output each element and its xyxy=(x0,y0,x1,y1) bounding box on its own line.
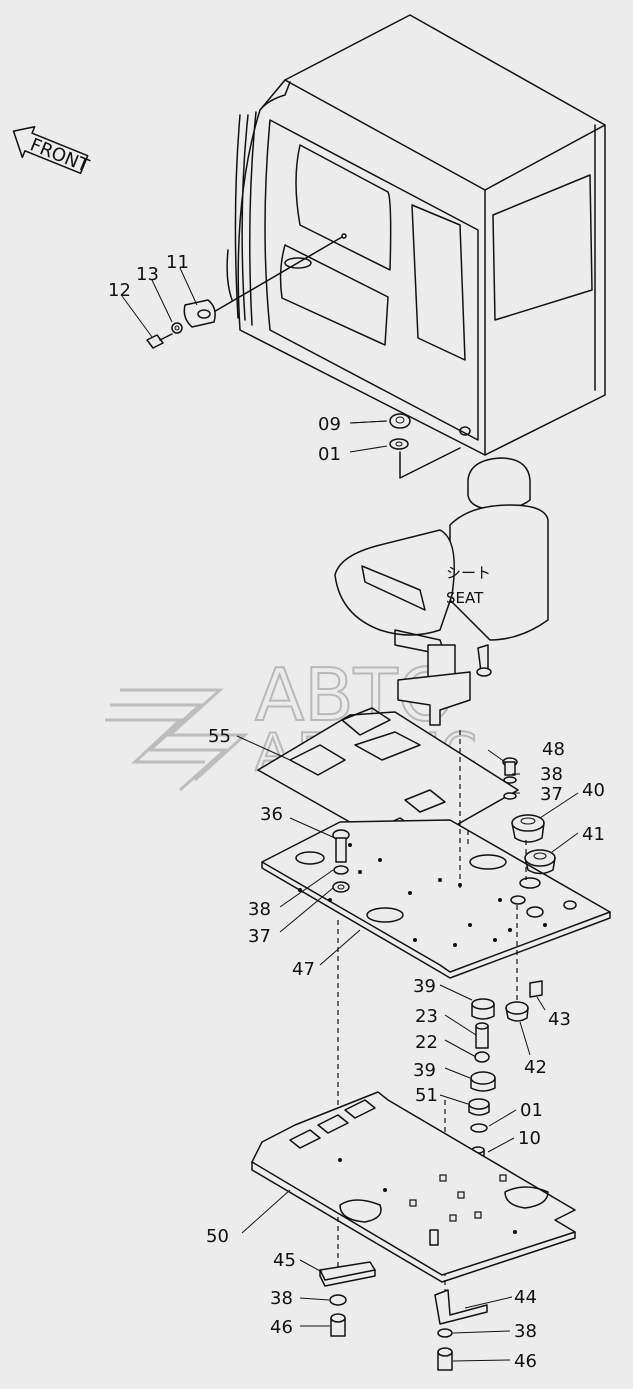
spacer-stack xyxy=(468,998,496,1173)
callout-45: 45 xyxy=(273,1250,296,1271)
handle-parts xyxy=(121,236,343,349)
callout-13: 13 xyxy=(136,264,159,285)
callout-44: 44 xyxy=(514,1287,537,1308)
part-51-ring xyxy=(468,1098,490,1110)
callout-50: 50 xyxy=(206,1226,229,1247)
part-44-bracket xyxy=(434,1289,488,1325)
callout-42: 42 xyxy=(524,1057,547,1078)
callout-38-mid: 38 xyxy=(248,899,271,920)
part-41-mount xyxy=(524,849,556,867)
callout-40: 40 xyxy=(582,780,605,801)
part-01-washer xyxy=(389,438,409,450)
part-22-ring xyxy=(474,1051,490,1063)
front-arrow: FRONT xyxy=(12,125,93,177)
part-09-nut xyxy=(389,413,411,429)
callout-51: 51 xyxy=(415,1085,438,1106)
cab xyxy=(226,14,606,456)
part-11-handle xyxy=(183,299,216,328)
part-12-bolt xyxy=(146,334,164,349)
watermark-emblem xyxy=(105,688,249,792)
brackets xyxy=(319,1261,488,1371)
seat-label-en: SEAT xyxy=(446,589,484,607)
callout-09: 09 xyxy=(318,414,341,435)
callouts: 11 12 13 09 01 55 48 38 37 40 36 41 38 3… xyxy=(108,252,605,1372)
part-38-washer-right xyxy=(437,1328,453,1338)
callout-23: 23 xyxy=(415,1006,438,1027)
callout-43: 43 xyxy=(548,1009,571,1030)
seat-label-jp: シート xyxy=(446,564,491,582)
callout-22: 22 xyxy=(415,1032,438,1053)
callout-36: 36 xyxy=(260,804,283,825)
part-39-spacer xyxy=(471,998,495,1010)
part-42-mount xyxy=(505,1001,529,1015)
callout-48: 48 xyxy=(542,739,565,760)
callout-01: 01 xyxy=(318,444,341,465)
callout-39-bottom: 39 xyxy=(413,1060,436,1081)
front-arrow-icon xyxy=(12,125,89,175)
cab-mount-parts xyxy=(349,413,461,479)
callout-41: 41 xyxy=(582,824,605,845)
callout-39-top: 39 xyxy=(413,976,436,997)
callout-55: 55 xyxy=(208,726,231,747)
callout-10: 10 xyxy=(518,1128,541,1149)
plate-hardware xyxy=(332,757,556,1022)
callout-38-top: 38 xyxy=(540,764,563,785)
callout-01-lower: 01 xyxy=(520,1100,543,1121)
callout-47: 47 xyxy=(292,959,315,980)
callout-38-right: 38 xyxy=(514,1321,537,1342)
callout-38-left: 38 xyxy=(270,1288,293,1309)
leader-lines xyxy=(236,420,579,1362)
part-50-base-plate xyxy=(251,1091,576,1283)
callout-11: 11 xyxy=(166,252,189,273)
callout-37-mid: 37 xyxy=(248,926,271,947)
part-43-plug xyxy=(529,980,543,998)
seat: シート SEAT xyxy=(334,457,549,726)
callout-12: 12 xyxy=(108,280,131,301)
part-13-washer xyxy=(171,322,183,334)
part-40-mount xyxy=(511,814,545,832)
front-arrow-label: FRONT xyxy=(27,134,93,177)
part-47-floor-plate xyxy=(261,819,611,979)
callout-46-right: 46 xyxy=(514,1351,537,1372)
part-01-washer-lower xyxy=(470,1123,488,1133)
part-39-spacer-lower xyxy=(470,1071,496,1085)
callout-46-left: 46 xyxy=(270,1317,293,1338)
callout-37-top: 37 xyxy=(540,784,563,805)
part-38-washer-left xyxy=(329,1294,347,1306)
